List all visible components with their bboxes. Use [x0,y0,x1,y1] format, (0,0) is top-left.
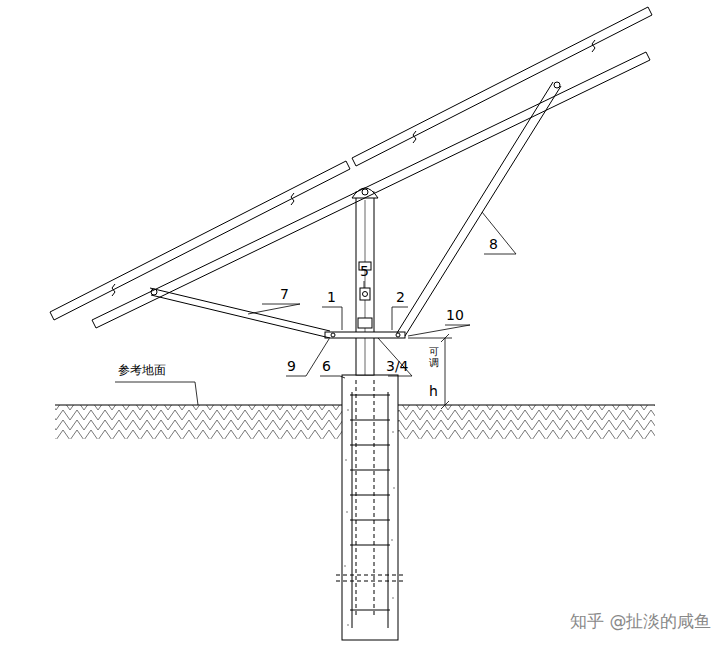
dimension-label: h [429,384,438,399]
base-bracket [325,332,405,338]
concrete-pile [342,375,398,640]
callout-number: 3/4 [386,359,409,374]
callout-number: 2 [396,290,405,305]
callout-number: 9 [287,359,296,374]
height-dimension [408,334,452,409]
callout-number: 5 [360,264,369,279]
callout-number: 8 [489,237,498,252]
callout-number: 1 [327,290,336,305]
rebar-cage [336,380,404,628]
watermark: 知乎 @扯淡的咸鱼 [570,612,711,631]
callout-number: 10 [446,308,464,323]
post-clip [358,318,372,328]
callout-number: 7 [280,287,289,302]
post-bolt [360,288,370,300]
leader-line [115,212,516,405]
ground-label: 参考地面 [118,364,166,377]
callout-number: 6 [322,359,331,374]
module-clamp [112,40,595,296]
panel-rail [50,7,652,328]
concrete-speckle [344,409,395,626]
strut [150,82,561,338]
dimension-note: 可调 [429,346,439,368]
steel-post [356,192,374,375]
